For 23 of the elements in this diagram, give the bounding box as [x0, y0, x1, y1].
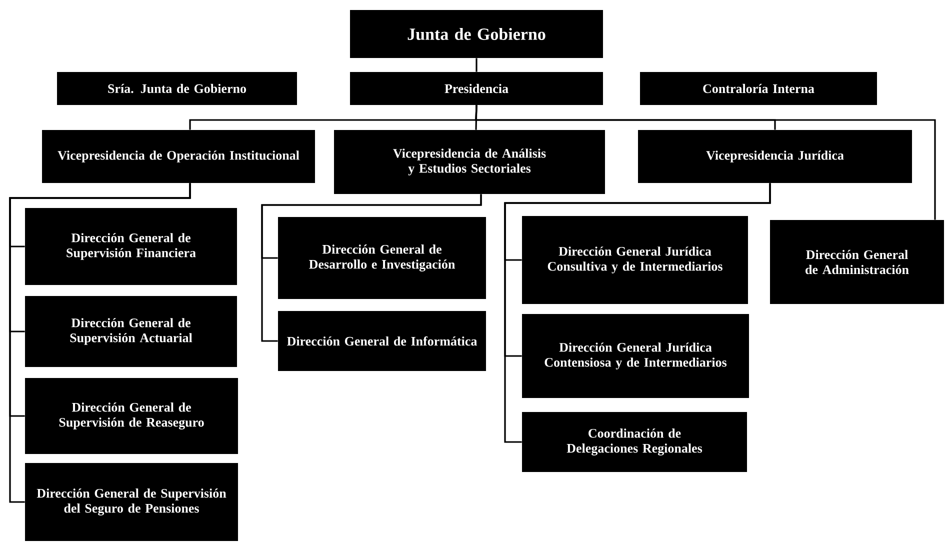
- connector-line: [475, 105, 478, 130]
- org-box: Vicepresidencia de Operación Institucional: [42, 130, 315, 183]
- org-box: Coordinación de Delegaciones Regionales: [522, 412, 747, 472]
- org-box: Dirección General de Supervisión del Seguro de Pensiones: [25, 463, 238, 541]
- connector-line: [476, 58, 478, 72]
- org-box: Dirección General de Supervisión de Reaseguro: [25, 378, 238, 454]
- org-box: Sría. Junta de Gobierno: [57, 72, 297, 105]
- org-box: Dirección General de Informática: [278, 311, 486, 371]
- org-box: Vicepresidencia Jurídica: [638, 130, 912, 183]
- org-box: Dirección General de Supervisión Actuarial: [25, 296, 237, 367]
- org-box: Dirección General Jurídica Contensiosa y de Intermediarios: [522, 314, 749, 398]
- org-box: Contraloría Interna: [640, 72, 877, 105]
- org-box: Junta de Gobierno: [350, 10, 603, 58]
- connector-line: [9, 183, 191, 503]
- connector-line: [475, 105, 936, 220]
- org-box: Dirección General de Administración: [770, 220, 944, 304]
- org-box: Vicepresidencia de Análisis y Estudios Sectoriales: [334, 130, 605, 194]
- org-box: Dirección General de Desarrollo e Investigación: [278, 217, 486, 299]
- org-box: Dirección General Jurídica Consultiva y de Intermediarios: [522, 216, 748, 304]
- org-box: Presidencia: [350, 72, 603, 105]
- connector-line: [261, 194, 482, 342]
- connector-line: [504, 183, 771, 443]
- org-box: Dirección General de Supervisión Financiera: [25, 208, 237, 285]
